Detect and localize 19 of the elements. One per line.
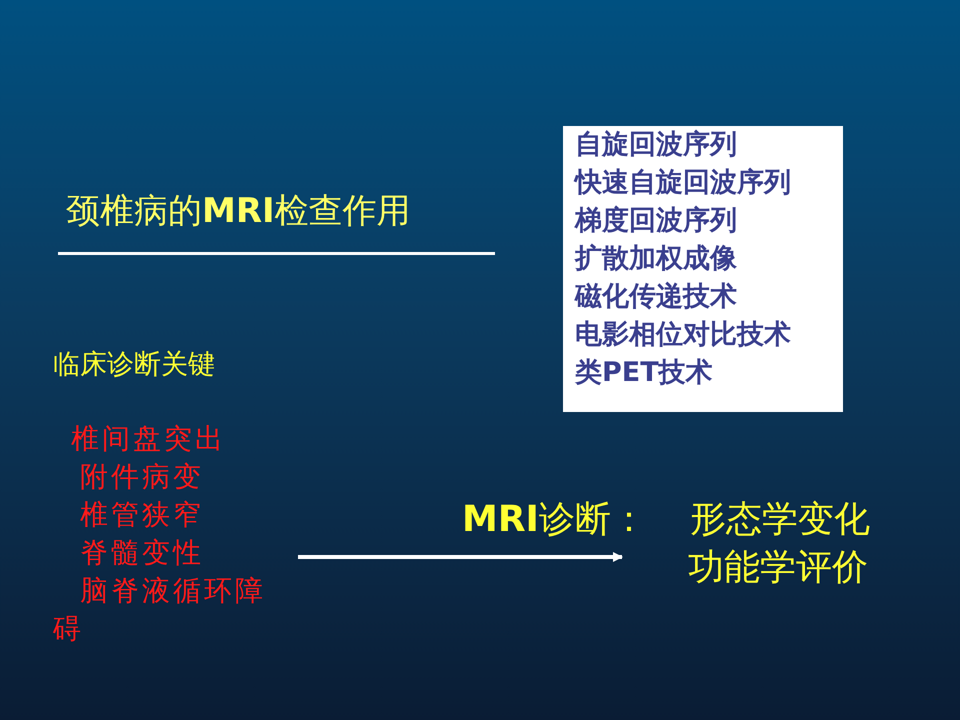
section-label: 临床诊断关键 [53, 348, 215, 382]
technique-item: 电影相位对比技术 [575, 318, 791, 352]
technique-item: 梯度回波序列 [575, 204, 737, 238]
finding-item: 椎管狭窄 [79, 497, 204, 533]
finding-item: 脊髓变性 [79, 535, 204, 571]
arrow [298, 552, 623, 562]
technique-item: 类PET技术 [575, 356, 713, 390]
technique-item: 自旋回波序列 [575, 128, 737, 162]
technique-item: 磁化传递技术 [575, 280, 737, 314]
technique-item: 快速自旋回波序列 [575, 166, 791, 200]
finding-item: 附件病变 [79, 459, 204, 495]
finding-item: 脑脊液循环障碍 [53, 573, 267, 647]
slide-title: 颈椎病的MRI检查作用 [66, 190, 411, 233]
diagnosis-line: MRI诊断： [462, 498, 647, 542]
diagnosis-line: 功能学评价 [688, 546, 868, 590]
finding-item: 椎间盘突出 [70, 421, 226, 457]
technique-list-box [563, 126, 843, 412]
diagnosis-line: 形态学变化 [690, 498, 870, 542]
technique-item: 扩散加权成像 [575, 242, 737, 276]
